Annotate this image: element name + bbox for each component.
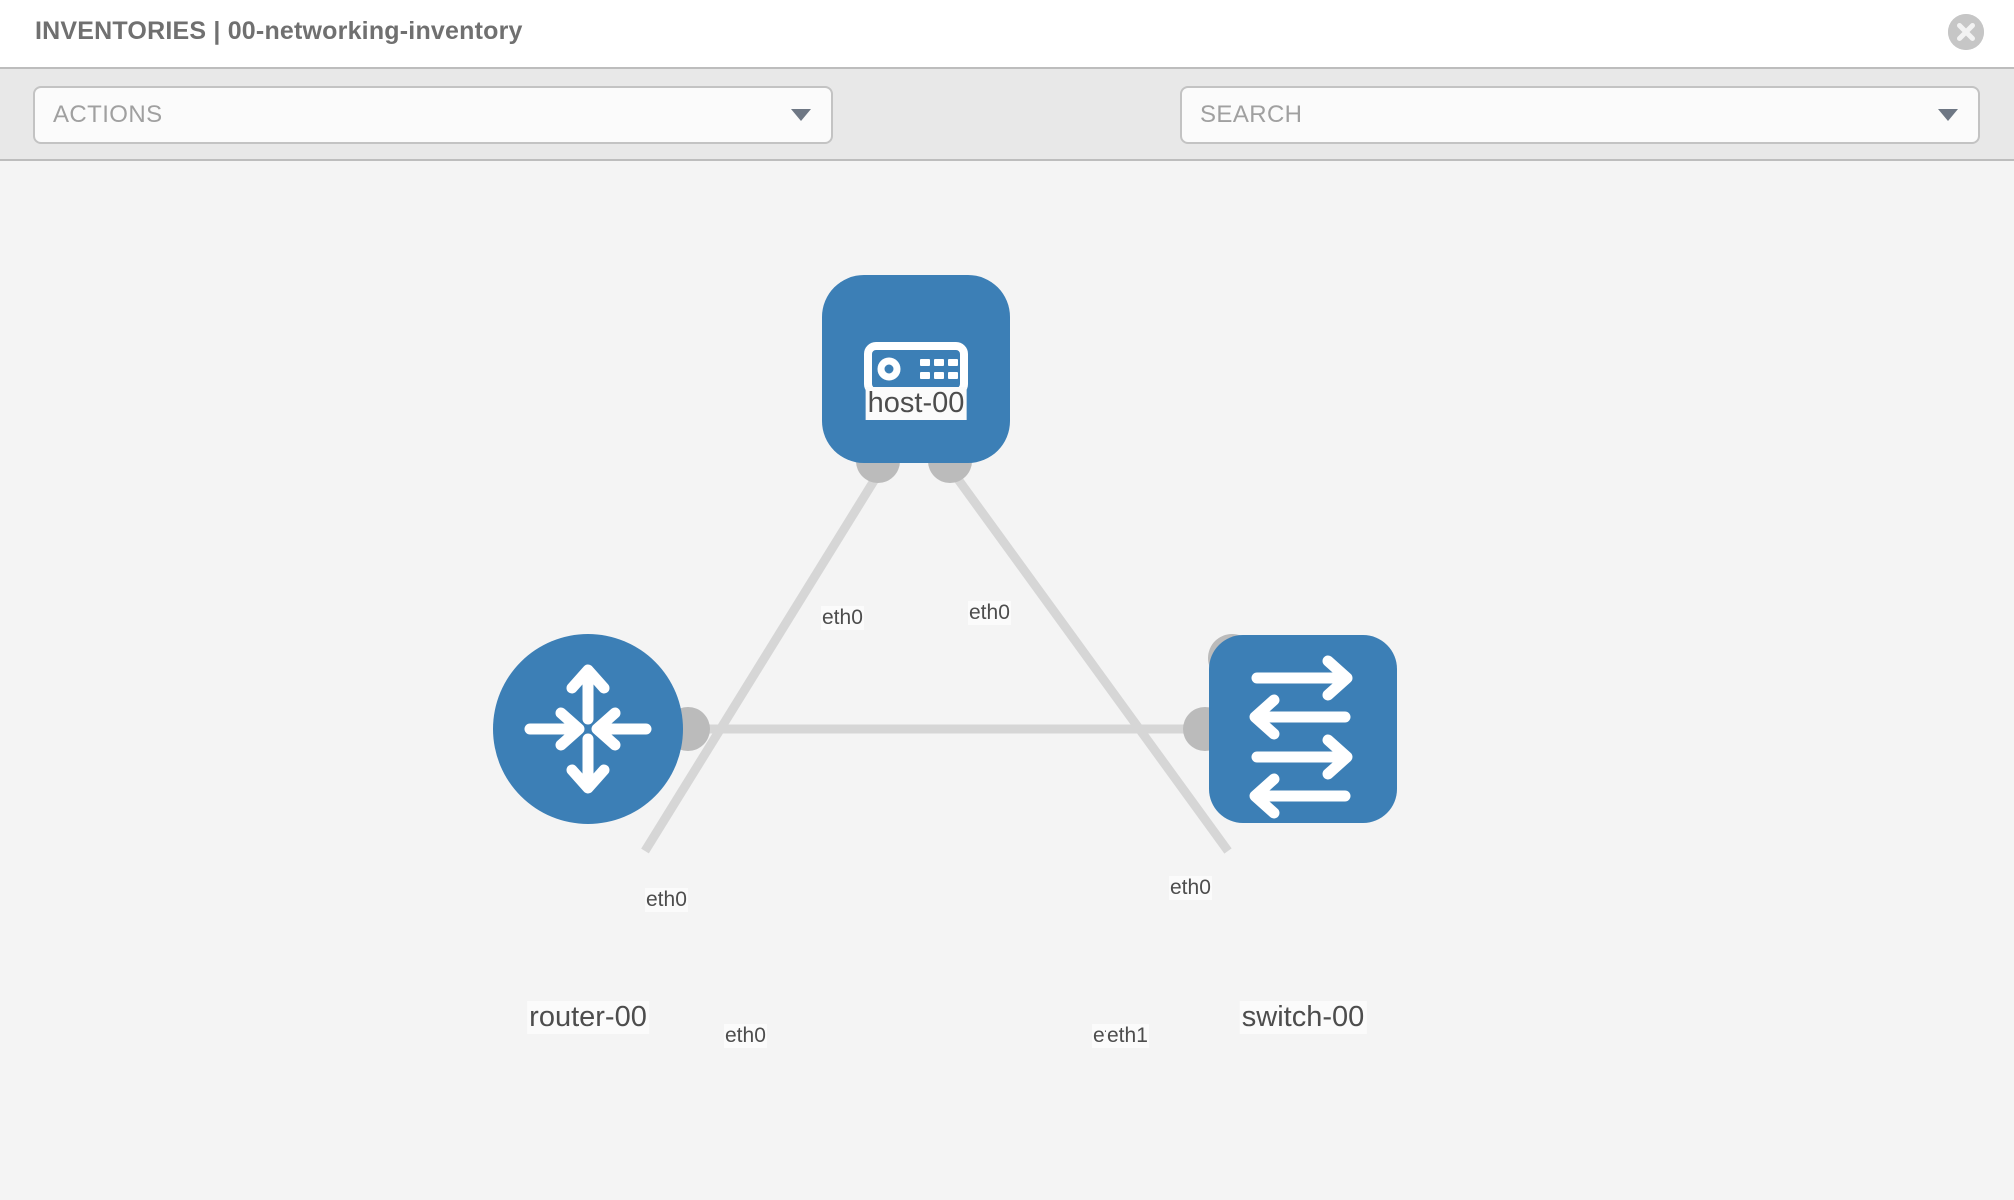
node-switch-00 — [1209, 635, 1397, 823]
topology-canvas[interactable]: host-00 router-00 switch-00 eth0 eth0 et… — [0, 161, 2014, 1200]
page-title: INVENTORIES | 00-networking-inventory — [35, 17, 523, 45]
server-icon — [864, 342, 968, 396]
close-icon[interactable] — [1948, 14, 1984, 50]
search-input[interactable]: SEARCH — [1200, 101, 1303, 128]
node-label-router-00: router-00 — [527, 1001, 649, 1034]
switch-arrows-icon — [1249, 655, 1353, 819]
topology-graph — [493, 275, 1397, 854]
node-label-host-00: host-00 — [865, 387, 967, 420]
window-header: INVENTORIES | 00-networking-inventory — [0, 0, 2014, 67]
actions-dropdown-label: ACTIONS — [53, 101, 163, 128]
node-host-00 — [822, 275, 1010, 463]
toolbar: ACTIONS SEARCH — [0, 67, 2014, 197]
iface-label-switch00-left: eth1 — [1106, 1024, 1149, 1048]
chevron-down-icon — [791, 109, 811, 121]
node-router-00 — [493, 634, 683, 824]
iface-label-host00-left: eth0 — [821, 606, 864, 630]
iface-label-router00-right: eth0 — [724, 1024, 767, 1048]
topology-links — [641, 468, 1232, 854]
search-dropdown[interactable]: SEARCH — [1180, 86, 1980, 144]
router-arrows-icon — [524, 664, 652, 794]
iface-label-host00-right: eth0 — [968, 601, 1011, 625]
iface-label-router00-up: eth0 — [645, 888, 688, 912]
node-label-switch-00: switch-00 — [1239, 1001, 1367, 1034]
actions-dropdown[interactable]: ACTIONS — [33, 86, 833, 144]
link-host00-switch00 — [948, 468, 1232, 854]
link-host00-router00 — [641, 468, 884, 854]
iface-label-switch00-up: eth0 — [1169, 876, 1212, 900]
chevron-down-icon — [1938, 109, 1958, 121]
